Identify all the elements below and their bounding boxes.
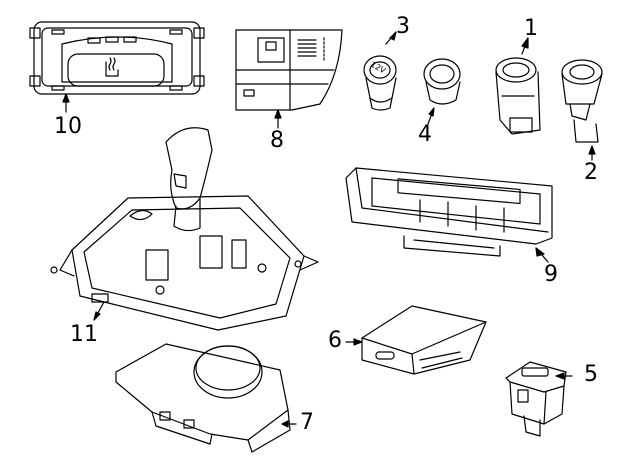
callout-5: 5 bbox=[584, 362, 598, 387]
part-7-controller-module bbox=[115, 343, 297, 453]
part-9-climate-panel bbox=[345, 167, 553, 263]
callout-3: 3 bbox=[396, 14, 410, 39]
callout-4: 4 bbox=[418, 122, 432, 147]
part-3-12v-socket bbox=[363, 31, 397, 111]
callout-10: 10 bbox=[54, 114, 82, 139]
callout-6: 6 bbox=[328, 328, 342, 353]
callout-11: 11 bbox=[70, 322, 98, 347]
part-8-switch-block bbox=[235, 29, 343, 129]
part-6-usb-hub bbox=[345, 305, 487, 375]
callout-9: 9 bbox=[544, 262, 558, 287]
callout-1: 1 bbox=[524, 16, 538, 41]
part-4-socket bbox=[423, 58, 461, 125]
part-2-socket-bracket bbox=[561, 59, 603, 161]
part-1-lighter-socket bbox=[495, 37, 541, 135]
seat-heat-icon bbox=[105, 57, 119, 77]
part-10-seat-heat-switch-panel bbox=[29, 21, 205, 113]
part-11-gear-selector-console bbox=[50, 127, 319, 331]
callout-7: 7 bbox=[300, 410, 314, 435]
part-5-usb-port bbox=[505, 361, 573, 437]
callout-2: 2 bbox=[584, 160, 598, 185]
callout-8: 8 bbox=[270, 128, 284, 153]
